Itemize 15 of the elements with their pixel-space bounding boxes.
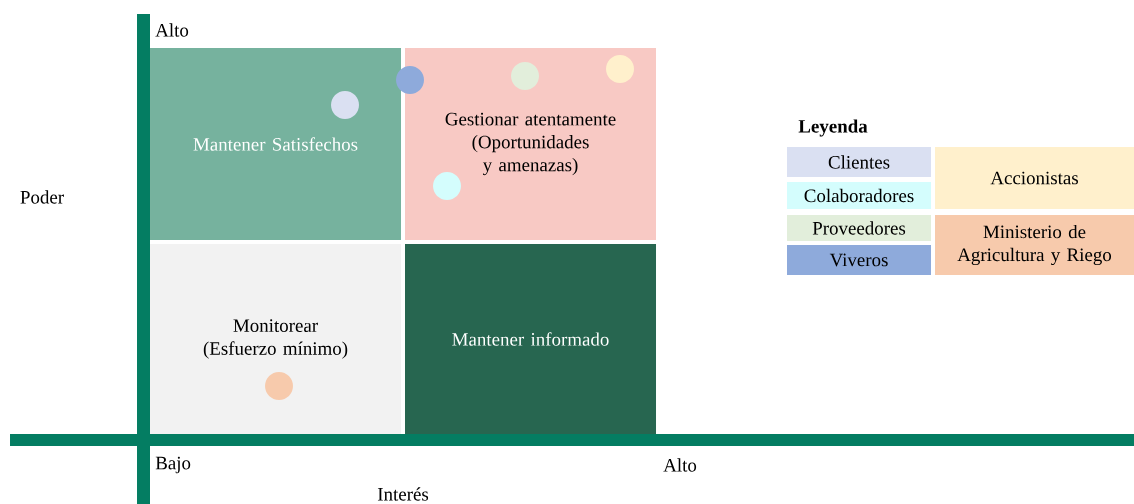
legend-item: Viveros xyxy=(787,245,931,275)
legend-item: Colaboradores xyxy=(787,182,931,209)
legend-item: Clientes xyxy=(787,147,931,177)
legend-item: Ministerio de Agricultura y Riego xyxy=(935,215,1134,275)
legend-item: Proveedores xyxy=(787,215,931,241)
legend-item: Accionistas xyxy=(935,147,1134,209)
axis-title: Poder xyxy=(20,190,64,204)
axis-label: Alto xyxy=(663,458,697,472)
quadrant-box: Gestionar atentamente (Oportunidades y amenazas) xyxy=(405,48,656,240)
quadrant-box: Monitorear (Esfuerzo mínimo) xyxy=(150,244,401,434)
quadrant-box: Mantener informado xyxy=(405,244,656,434)
quadrant-box: Mantener Satisfechos xyxy=(150,48,401,240)
legend-title: Leyenda xyxy=(798,119,868,137)
axis-title: Interés xyxy=(377,487,429,501)
axis-label: Bajo xyxy=(155,456,191,474)
